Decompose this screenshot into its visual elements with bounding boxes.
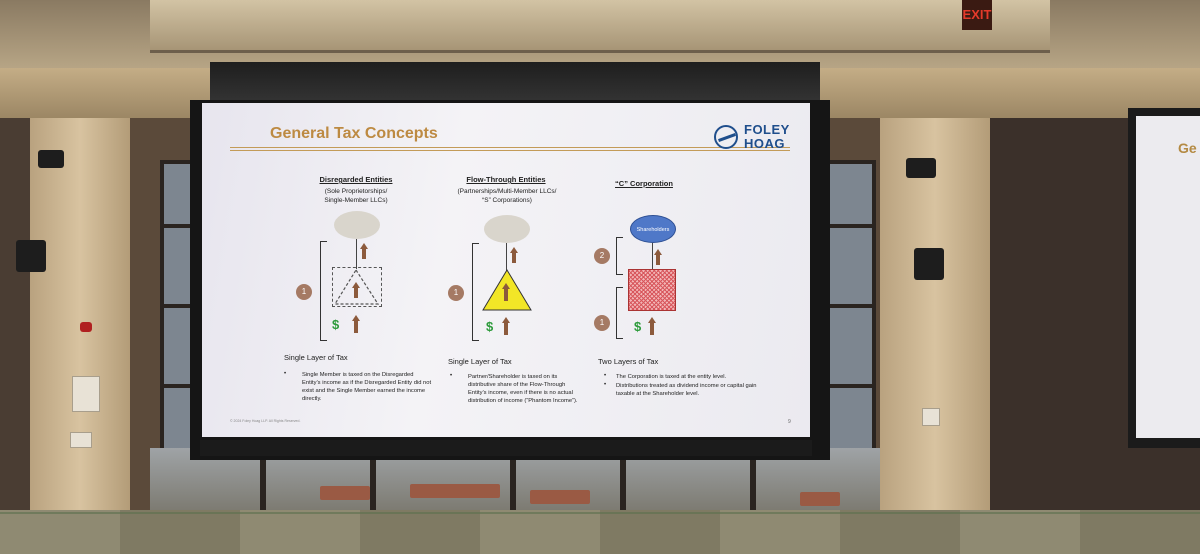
- wall-speaker: [38, 150, 64, 168]
- light-switch: [922, 408, 940, 426]
- wall-control-panel: [70, 432, 92, 448]
- column-bullet: Distributions treated as dividend income…: [616, 383, 757, 397]
- up-arrow-icon: [510, 247, 518, 253]
- layer-marker-1: 1: [448, 285, 464, 301]
- ceiling-panel: [150, 0, 1050, 53]
- up-arrow-icon: [502, 317, 510, 323]
- layer-label: Two Layers of Tax: [598, 357, 659, 366]
- exit-sign: EXIT: [962, 0, 992, 30]
- layer-label: Single Layer of Tax: [448, 357, 512, 366]
- logo-line-2: HOAG: [744, 136, 785, 151]
- title-rule: [230, 150, 790, 151]
- layer-marker-2: 2: [594, 248, 610, 264]
- dollar-icon: $: [332, 317, 340, 332]
- owner-oval: [484, 215, 530, 243]
- slide-title: General Tax Concepts: [270, 125, 438, 142]
- rooftop: [410, 484, 500, 498]
- column-subheading: (Partnerships/Multi-Member LLCs/ “S” Cor…: [457, 188, 557, 204]
- window-mullion: [260, 448, 266, 510]
- carpet-floor: [0, 510, 1200, 554]
- layer-label: Single Layer of Tax: [284, 353, 348, 362]
- column-bullet: Partner/Shareholder is taxed on its dist…: [468, 374, 578, 404]
- column-bullet: Single Member is taxed on the Disregarde…: [302, 372, 432, 402]
- screen-bottom-bar: [200, 440, 812, 456]
- c-corporation-box: [628, 269, 676, 311]
- window-mullion: [510, 448, 516, 510]
- slide-page-number: 9: [788, 419, 791, 425]
- dollar-icon: $: [634, 319, 642, 334]
- dashed-triangle: [333, 268, 380, 305]
- up-arrow-icon: [360, 243, 368, 249]
- slide-footer: © 2024 Foley Hoag LLP. All Rights Reserv…: [230, 419, 301, 423]
- foley-hoag-logo: FOLEY HOAG: [714, 121, 794, 157]
- up-arrow-icon: [502, 283, 510, 289]
- second-screen-title: Ge: [1178, 140, 1197, 156]
- window-mullion: [620, 448, 626, 510]
- rooftop: [320, 486, 370, 500]
- layer-marker-1: 1: [296, 284, 312, 300]
- wall-speaker: [906, 158, 936, 178]
- dollar-icon: $: [486, 319, 494, 334]
- column-bullet: The Corporation is taxed at the entity l…: [616, 374, 727, 380]
- logo-globe-icon: [714, 125, 738, 149]
- fire-alarm: [80, 322, 92, 332]
- pillar-left: [30, 118, 130, 518]
- tax-layer-bracket: [320, 241, 327, 341]
- column-heading: Flow-Through Entities: [466, 175, 546, 184]
- column-heading: Disregarded Entities: [319, 175, 393, 184]
- up-arrow-icon: [352, 282, 360, 288]
- title-rule: [230, 147, 790, 148]
- shareholders-oval: Shareholders: [630, 215, 676, 243]
- window-mullion: [750, 448, 756, 510]
- wall-plaque: [72, 376, 100, 412]
- second-projection-screen: Ge: [1136, 116, 1200, 438]
- up-arrow-icon: [648, 317, 656, 323]
- up-arrow-icon: [352, 315, 360, 321]
- tax-layer-bracket-2: [616, 237, 623, 275]
- pillar-right: [880, 118, 990, 518]
- window-mullion: [370, 448, 376, 510]
- disregarded-entity-box: [332, 267, 382, 307]
- tax-layer-bracket: [472, 243, 479, 341]
- projection-screen: General Tax Concepts FOLEY HOAG Disregar…: [202, 103, 810, 437]
- wall-speaker: [16, 240, 46, 272]
- rooftop: [530, 490, 590, 504]
- logo-line-1: FOLEY: [744, 122, 790, 137]
- up-arrow-icon: [654, 249, 662, 255]
- carpet-line: [0, 512, 1200, 514]
- wall-left: [0, 118, 30, 518]
- rooftop: [800, 492, 840, 506]
- column-heading: “C” Corporation: [615, 179, 673, 188]
- tax-layer-bracket-1: [616, 287, 623, 339]
- owner-oval: [334, 211, 380, 239]
- wall-speaker: [914, 248, 944, 280]
- layer-marker-1: 1: [594, 315, 610, 331]
- column-subheading: (Sole Proprietorships/ Single-Member LLC…: [324, 188, 388, 204]
